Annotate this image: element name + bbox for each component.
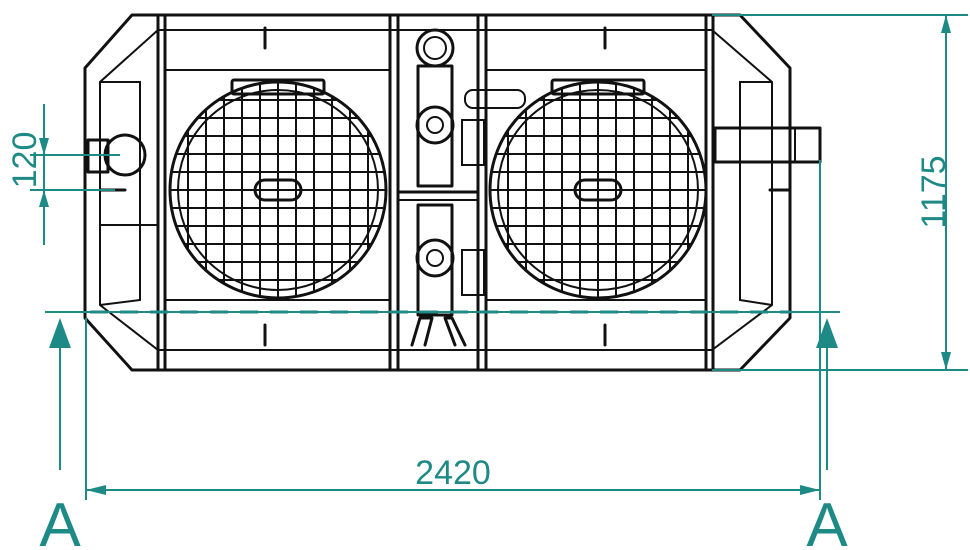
dimension-1175-arrow-bottom [941, 352, 951, 370]
central-valve-lower-inner [426, 249, 444, 267]
dimension-1175: 1175 [712, 14, 968, 371]
manhole-right-grate [490, 82, 706, 298]
end-cap-right [739, 81, 773, 306]
central-top-coupling [464, 89, 526, 109]
central-service-column [396, 28, 526, 347]
central-fitting-lower [461, 249, 485, 296]
central-top-port-inner [423, 36, 447, 60]
dimension-120: 120 [6, 104, 120, 245]
central-riser-lower [416, 203, 454, 317]
manhole-right [488, 78, 708, 300]
end-cap-left [99, 81, 141, 306]
manhole-left-inner-rim [177, 89, 379, 291]
section-line-a: A A [39, 310, 848, 550]
central-valve-upper-inner [426, 116, 444, 134]
dimension-120-label: 120 [6, 132, 44, 189]
dimension-2420-label: 2420 [415, 454, 491, 492]
dimension-2420-arrow-right [800, 485, 820, 495]
section-arrow-left-head [49, 318, 71, 348]
manhole-left-handle [253, 178, 303, 202]
central-valve-upper [415, 105, 455, 145]
central-top-port [415, 28, 455, 68]
manhole-right-handle [573, 178, 623, 202]
section-marker-right: A [806, 491, 848, 550]
manhole-right-inner-rim [497, 89, 699, 291]
dimension-2420-arrow-left [86, 485, 106, 495]
section-arrow-right-head [816, 318, 838, 348]
dimension-1175-label: 1175 [915, 155, 953, 228]
dimension-120-arrow-top [39, 138, 49, 155]
dimension-2420: 2420 [85, 160, 821, 500]
manhole-left-rim [168, 80, 388, 300]
dimension-120-arrow-bottom [39, 190, 49, 207]
manhole-left [168, 78, 388, 300]
section-marker-left: A [39, 491, 81, 550]
central-riser-upper [416, 64, 454, 188]
dimension-1175-arrow-top [941, 15, 951, 33]
manhole-right-rim [488, 80, 708, 300]
outlet-pipe [713, 126, 822, 164]
central-valve-lower [415, 238, 455, 278]
outlet-pipe-body [713, 126, 822, 164]
central-bracket-left [410, 316, 434, 347]
central-fitting-upper [461, 119, 485, 166]
central-bracket-right [443, 316, 467, 347]
